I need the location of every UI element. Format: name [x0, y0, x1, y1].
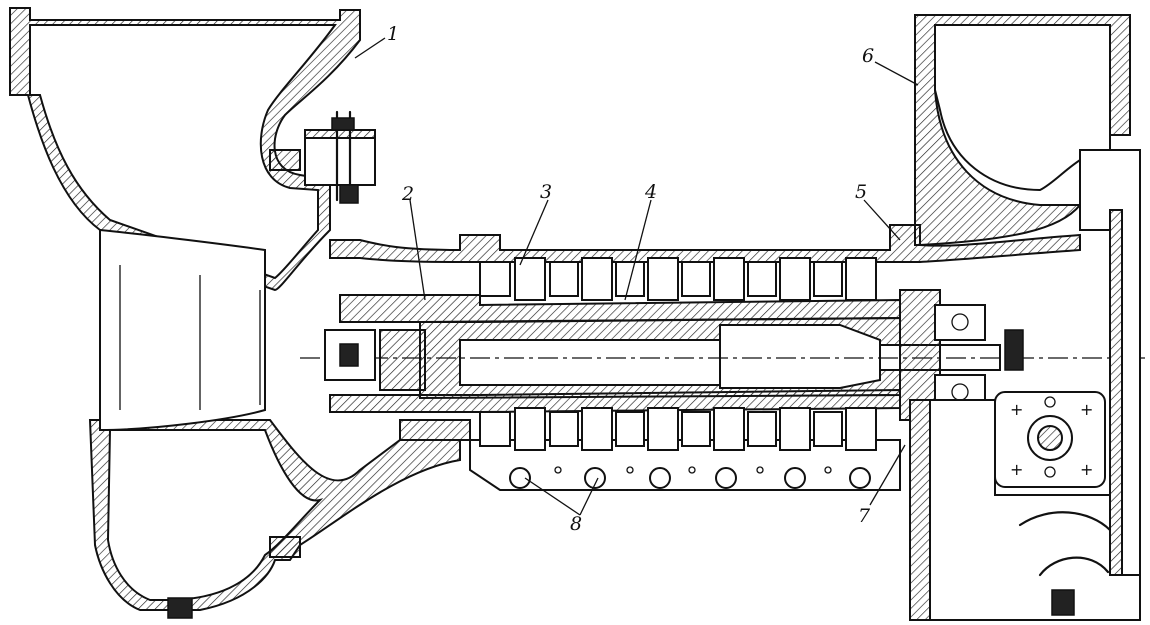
svg-text:+: +	[1080, 400, 1093, 419]
svg-text:+: +	[1010, 460, 1023, 479]
callout-8: 8	[570, 513, 582, 535]
callout-3: 3	[540, 181, 552, 203]
rotor-bore-left	[459, 339, 721, 386]
rotor-bore-right	[719, 324, 881, 389]
svg-text:+: +	[1080, 460, 1093, 479]
stator-top-band	[329, 224, 1081, 263]
inlet-inner-cavity	[29, 24, 337, 280]
right-shaft-nut	[1004, 329, 1024, 371]
leader-lines	[354, 37, 919, 516]
blade-adjustment-levers	[509, 466, 871, 489]
upper-vane-row	[479, 257, 877, 301]
callout-5: 5	[855, 181, 867, 203]
callout-1: 1	[387, 23, 399, 45]
callout-2: 2	[401, 183, 414, 205]
stator-casing	[329, 224, 1081, 491]
svg-text:+: +	[1010, 400, 1023, 419]
inlet-bell	[99, 228, 266, 432]
drain-plug-right	[1051, 589, 1075, 616]
callout-6: 6	[862, 45, 874, 67]
inlet-lower-cavity	[106, 429, 324, 601]
right-bearing-housing	[899, 289, 941, 421]
callout-labels: 1 2 3 4 5 6 7 8	[387, 23, 874, 535]
callout-4: 4	[644, 181, 657, 203]
left-bearing	[379, 329, 426, 391]
lower-vane-row	[479, 407, 877, 451]
callout-7: 7	[858, 505, 871, 527]
bearing-cover-bolt-box	[304, 110, 376, 204]
outlet-casing: + + + +	[909, 14, 1141, 621]
inlet-casing	[9, 7, 461, 619]
drain-plug-left	[167, 597, 193, 619]
